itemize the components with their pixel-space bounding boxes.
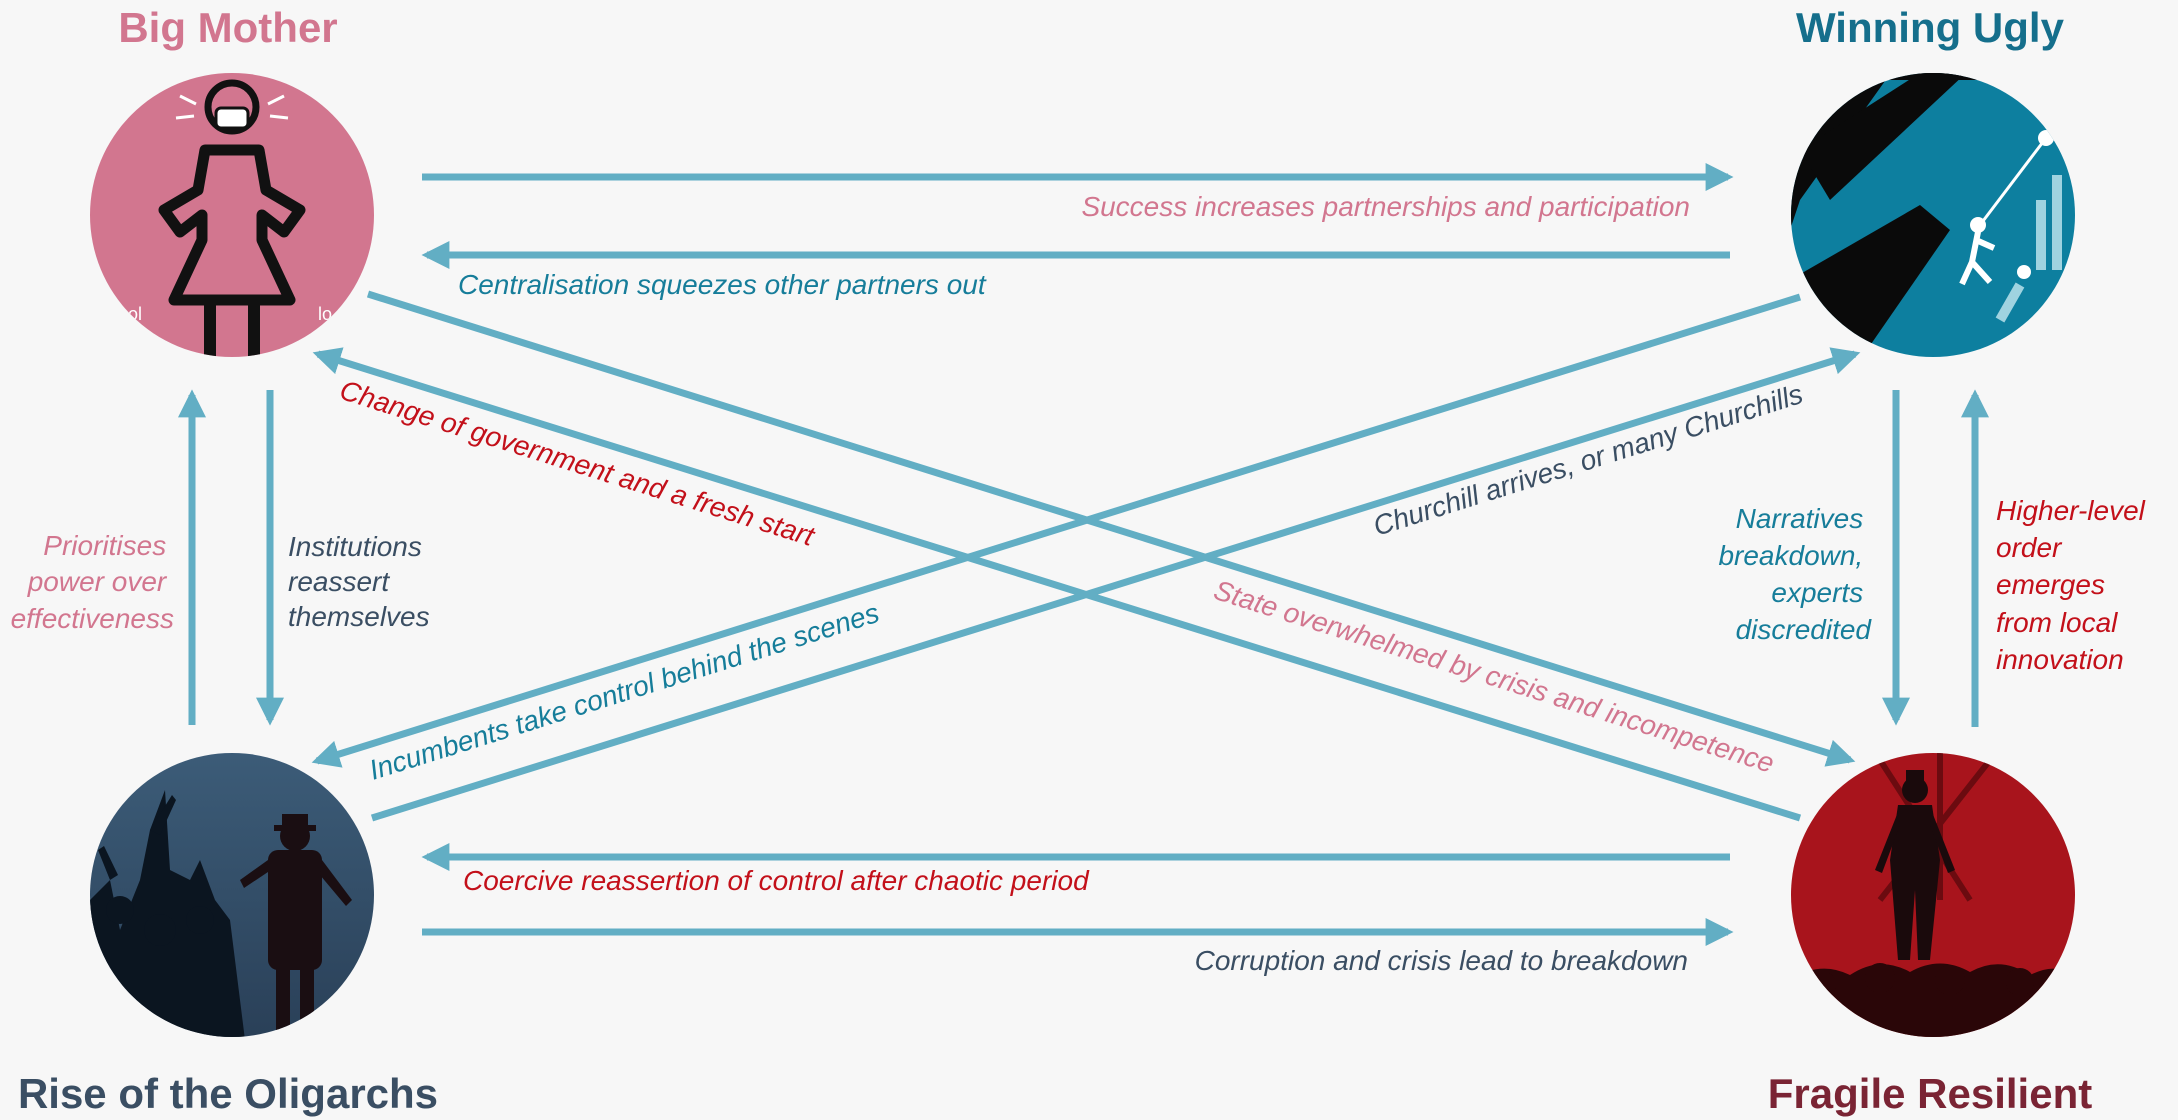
- label-higher-level-line: emerges: [1996, 569, 2105, 600]
- woman-mask-icon: ol lo: [128, 79, 332, 357]
- label-corruption: Corruption and crisis lead to breakdown: [1195, 945, 1688, 976]
- title-big-mother: Big Mother: [118, 4, 337, 51]
- label-institutions-line: reassert: [288, 566, 390, 597]
- label-narratives-line: discredited: [1736, 614, 1873, 645]
- label-higher-level-line: innovation: [1996, 644, 2124, 675]
- label-prioritises-line: power over: [27, 566, 168, 597]
- label-narratives: Narratives breakdown, experts discredite…: [1718, 503, 1872, 645]
- arrow-change-government: [312, 347, 1802, 822]
- svg-text:lo: lo: [318, 304, 332, 324]
- label-prioritises: Prioritises power over effectiveness: [11, 530, 174, 634]
- label-prioritises-line: Prioritises: [43, 530, 166, 561]
- label-institutions-line: themselves: [288, 601, 430, 632]
- label-coercive: Coercive reassertion of control after ch…: [463, 865, 1090, 896]
- label-institutions: Institutions reassert themselves: [288, 531, 430, 632]
- svg-text:ol: ol: [128, 304, 142, 324]
- oligarchs-image: [90, 753, 374, 1037]
- label-change-government: Change of government and a fresh start: [336, 374, 819, 552]
- label-centralisation: Centralisation squeezes other partners o…: [458, 269, 987, 300]
- label-higher-level-line: Higher-level: [1996, 495, 2146, 526]
- title-rise-of-the-oligarchs: Rise of the Oligarchs: [18, 1070, 438, 1117]
- arrow-churchill: [370, 347, 1861, 822]
- arrow-state-overwhelmed: [366, 290, 1856, 767]
- arrow-incumbents: [311, 293, 1802, 768]
- label-incumbents: Incumbents take control behind the scene…: [366, 597, 883, 786]
- title-fragile-resilient: Fragile Resilient: [1768, 1070, 2092, 1117]
- label-narratives-line: experts: [1771, 577, 1863, 608]
- title-winning-ugly: Winning Ugly: [1796, 4, 2065, 51]
- label-prioritises-line: effectiveness: [11, 603, 174, 634]
- label-narratives-line: Narratives: [1736, 503, 1864, 534]
- winning-ugly-image: [1791, 73, 2075, 357]
- label-success: Success increases partnerships and parti…: [1081, 191, 1690, 222]
- label-narratives-line: breakdown,: [1718, 540, 1863, 571]
- fragile-resilient-image: [1791, 753, 2075, 1037]
- label-higher-level-line: order: [1996, 532, 2063, 563]
- label-institutions-line: Institutions: [288, 531, 422, 562]
- label-higher-level: Higher-level order emerges from local in…: [1996, 495, 2153, 675]
- big-mother-image: ol lo: [90, 73, 374, 357]
- transition-arrows: [178, 163, 1989, 946]
- label-higher-level-line: from local: [1996, 607, 2118, 638]
- label-state-overwhelmed: State overwhelmed by crisis and incompet…: [1210, 574, 1778, 779]
